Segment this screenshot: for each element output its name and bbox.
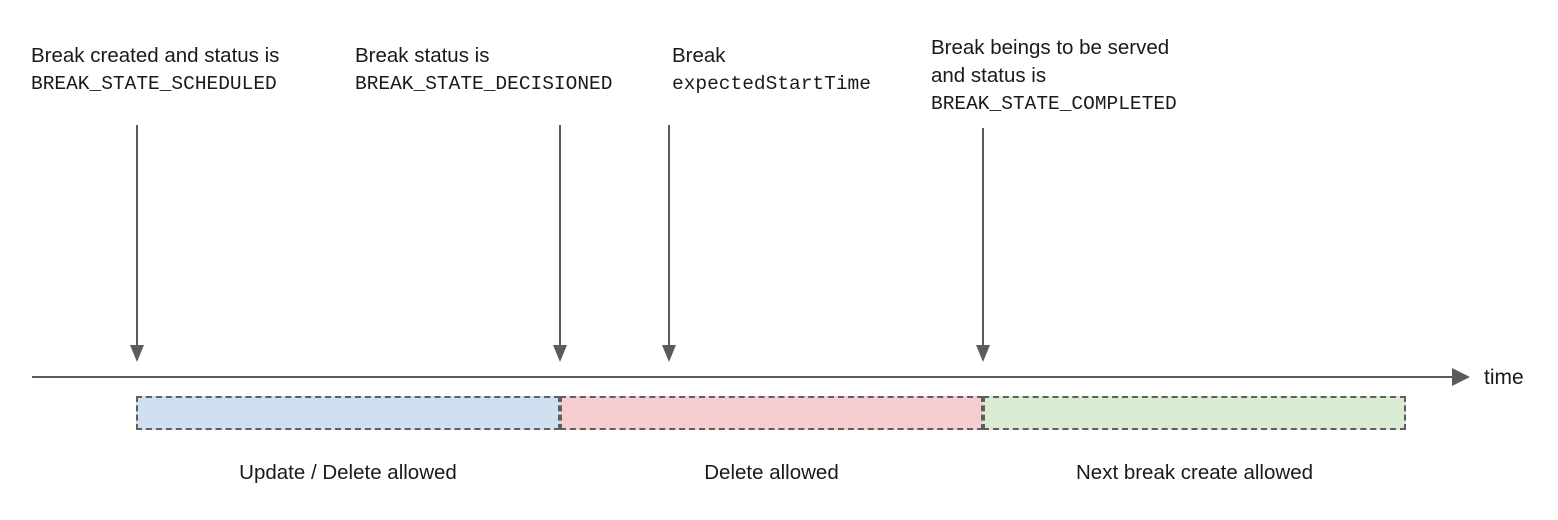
- phase-bar: [136, 396, 1406, 430]
- arrow-head-icon: [662, 345, 676, 362]
- phase-segment-update-delete[interactable]: [136, 396, 560, 430]
- arrow-shaft: [559, 125, 561, 345]
- time-axis-label: time: [1484, 366, 1524, 389]
- phase-caption-next-create: Next break create allowed: [1075, 461, 1313, 484]
- event-label-completed: Break beings to be served and status is …: [931, 34, 1177, 118]
- event-label-line: and status is: [931, 64, 1047, 87]
- time-axis-line: [32, 376, 1466, 378]
- event-label-line-code: BREAK_STATE_DECISIONED: [355, 73, 613, 95]
- event-arrow-expected-start: [660, 125, 678, 362]
- event-label-line: Break beings to be served: [931, 36, 1170, 59]
- phase-caption-delete-only: Delete allowed: [704, 461, 839, 484]
- event-label-expected-start: Break expectedStartTime: [672, 42, 871, 98]
- phase-segment-delete-only[interactable]: [560, 396, 983, 430]
- event-arrow-decisioned: [551, 125, 569, 362]
- arrow-shaft: [136, 125, 138, 345]
- arrow-head-icon: [976, 345, 990, 362]
- time-axis-arrow-icon: [1452, 368, 1470, 386]
- arrow-shaft: [982, 128, 984, 345]
- event-arrow-completed: [974, 128, 992, 362]
- event-label-decisioned: Break status is BREAK_STATE_DECISIONED: [355, 42, 612, 98]
- event-label-line-code: BREAK_STATE_SCHEDULED: [31, 73, 277, 95]
- event-label-line-code: BREAK_STATE_COMPLETED: [931, 93, 1177, 115]
- event-label-created: Break created and status is BREAK_STATE_…: [31, 42, 279, 98]
- phase-caption-update-delete: Update / Delete allowed: [239, 461, 457, 484]
- arrow-head-icon: [553, 345, 567, 362]
- phase-segment-next-create[interactable]: [983, 396, 1406, 430]
- event-label-line-code: expectedStartTime: [672, 73, 871, 95]
- event-label-line: Break status is: [355, 44, 490, 67]
- arrow-head-icon: [130, 345, 144, 362]
- event-label-line: Break: [672, 44, 726, 67]
- event-label-line: Break created and status is: [31, 44, 280, 67]
- arrow-shaft: [668, 125, 670, 345]
- event-arrow-created: [128, 125, 146, 362]
